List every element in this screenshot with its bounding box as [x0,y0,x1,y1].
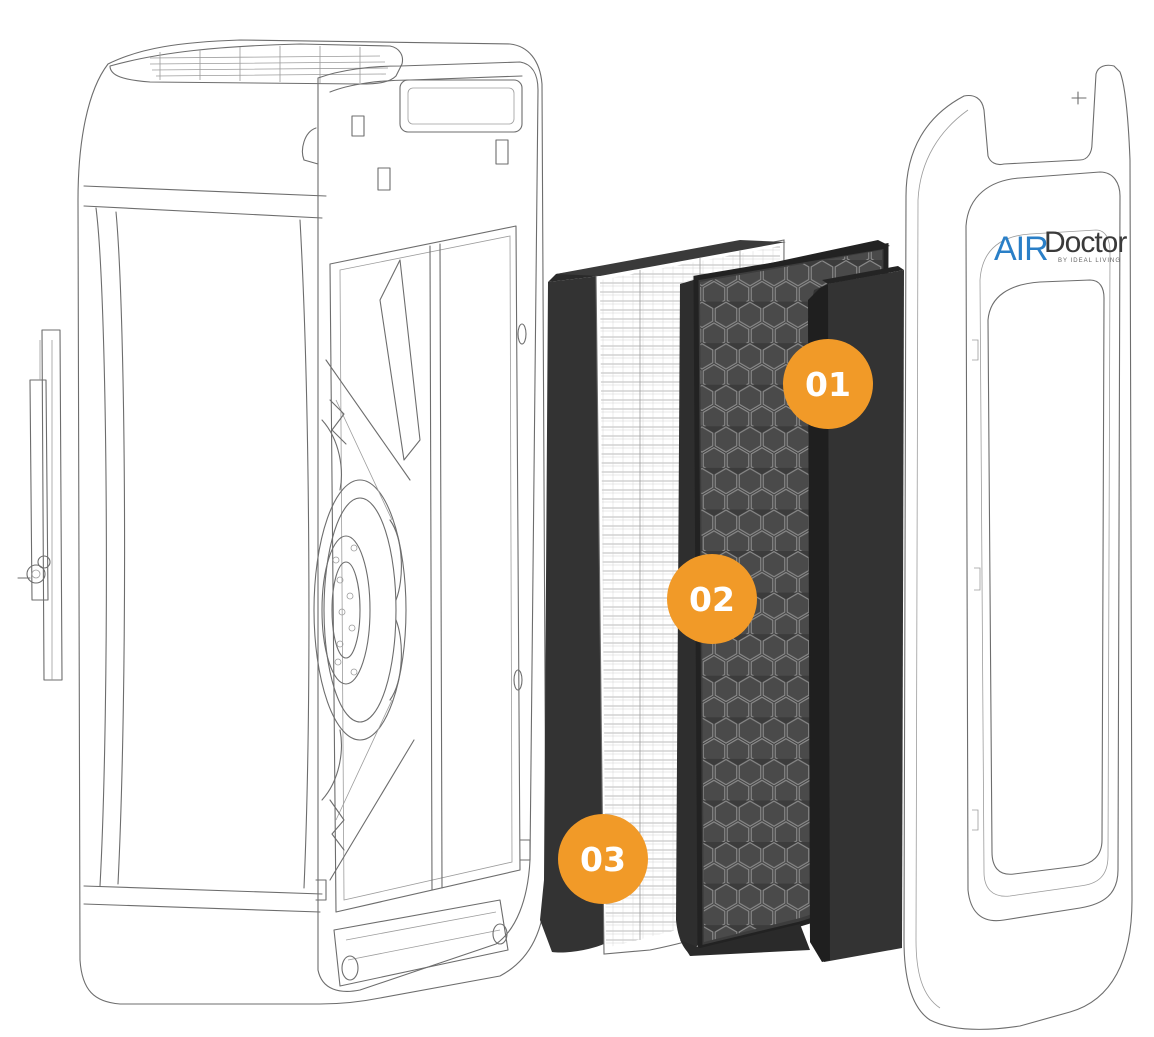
callout-01: 01 [783,339,873,429]
airdoctor-logo: AIR Doctor BY IDEAL LIVING [994,226,1128,268]
callout-03: 03 [558,814,648,904]
callout-badge-01 [783,339,873,429]
side-latch [17,329,63,681]
callout-label-01: 01 [805,365,851,404]
logo-air-text: AIR [994,230,1048,268]
callout-02: 02 [667,554,757,644]
pre-filter [808,266,904,962]
callout-badge-03 [558,814,648,904]
purifier-housing [17,39,547,1005]
callout-badge-02 [667,554,757,644]
top-grille [109,43,404,85]
logo-tagline: BY IDEAL LIVING [1058,258,1121,264]
callout-label-02: 02 [689,580,735,619]
fan-impeller [313,259,421,881]
logo-doctor-text: Doctor [1044,226,1127,259]
front-cover: AIR Doctor BY IDEAL LIVING [903,64,1133,1030]
callout-label-03: 03 [580,840,626,879]
